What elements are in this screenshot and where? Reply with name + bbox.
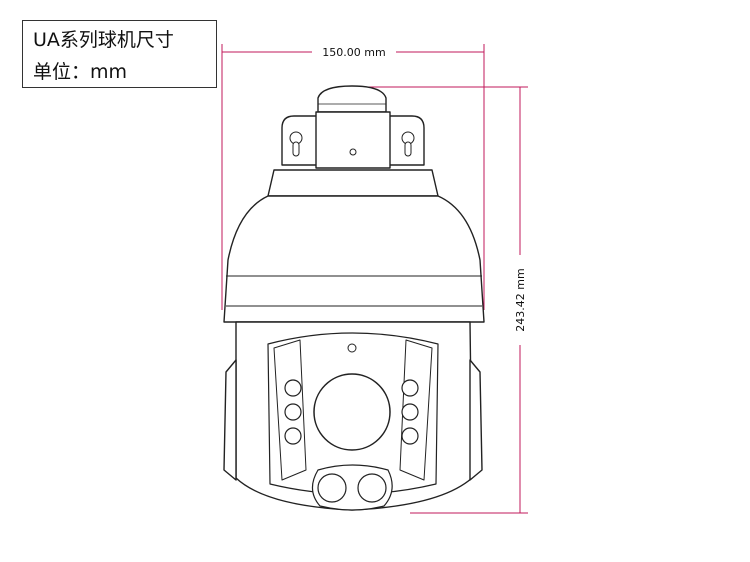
bracket-neck [315,111,391,169]
title-box: UA系列球机尺寸 单位：mm [22,20,217,88]
bottom-sensor-left [317,473,347,503]
diagram-title: UA系列球机尺寸 [33,29,174,51]
keyhole-left [289,131,303,157]
right-side-wheel [469,359,483,481]
width-dimension-label: 150.00 mm [322,46,385,59]
height-dimension-label: 243.42 mm [514,268,527,331]
keyhole-right [401,131,415,157]
width-dimension [221,44,485,310]
unit-label: 单位：mm [33,61,128,83]
dome-housing [223,195,485,323]
upper-collar [267,169,439,197]
bottom-sensor-right [357,473,387,503]
camera-body [223,85,485,511]
left-ir-leds [284,379,302,445]
left-side-wheel [223,359,237,481]
main-lens [313,373,391,451]
right-ir-leds [401,379,419,445]
height-dimension [365,86,528,514]
top-cap [317,85,387,113]
